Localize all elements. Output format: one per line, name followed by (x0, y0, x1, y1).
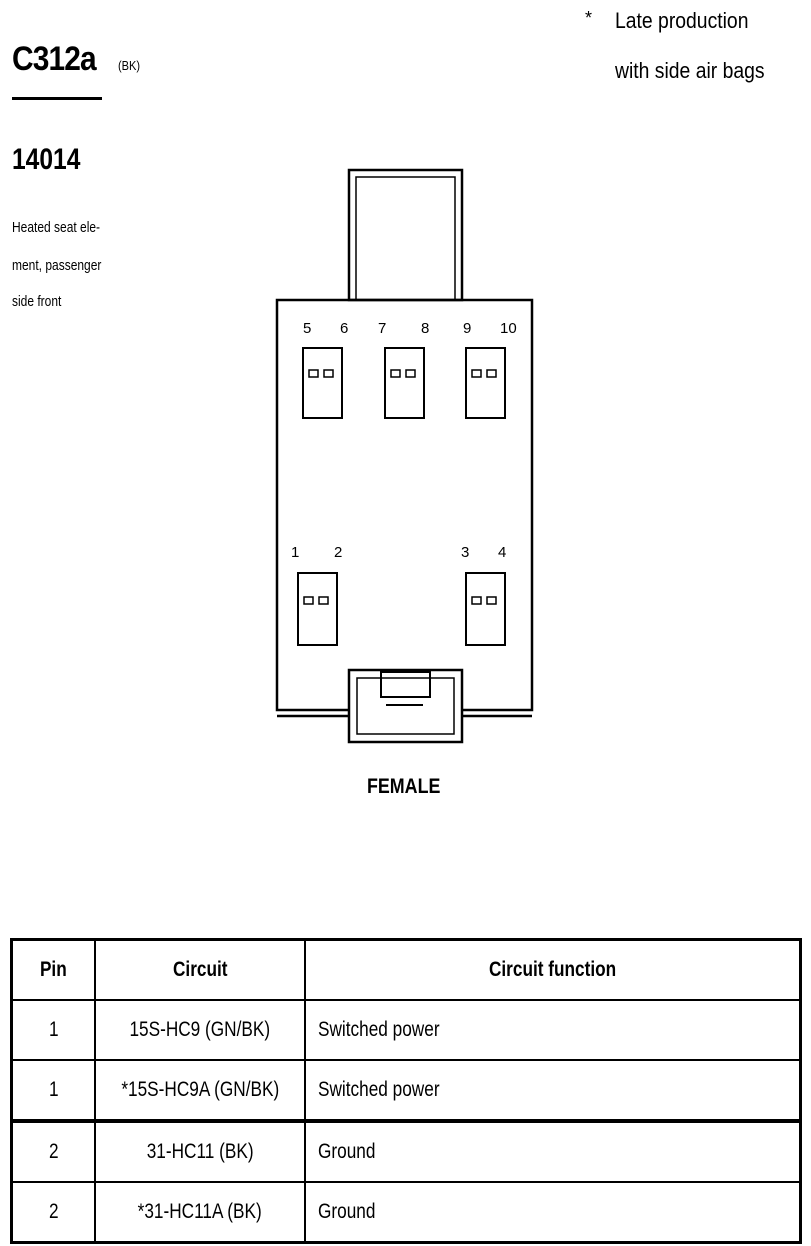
connector-lock-tab (380, 671, 431, 698)
terminal-1 (303, 596, 314, 605)
cell-pin: 2 (10, 1119, 96, 1183)
terminal-10 (486, 369, 497, 378)
pin-label-5: 5 (303, 320, 311, 337)
cell-circuit: *15S-HC9A (GN/BK) (94, 1059, 306, 1122)
cavity-7-8 (384, 347, 425, 419)
terminal-6 (323, 369, 334, 378)
terminal-9 (471, 369, 482, 378)
note-marker: * (585, 8, 593, 28)
description-line-1: Heated seat ele- (12, 219, 101, 236)
terminal-2 (318, 596, 329, 605)
pin-label-9: 9 (463, 320, 471, 337)
pin-label-10: 10 (500, 320, 517, 337)
cell-function: Switched power (304, 999, 802, 1061)
cavity-9-10 (465, 347, 506, 419)
cell-function: Ground (304, 1181, 802, 1244)
terminal-5 (308, 369, 319, 378)
connector-face-diagram: 5 6 7 8 9 10 1 2 3 4 (275, 168, 534, 744)
table-header-row: Pin Circuit Circuit function (10, 938, 802, 1001)
pin-label-6: 6 (340, 320, 348, 337)
table-row: 1 15S-HC9 (GN/BK) Switched power (10, 999, 802, 1061)
cell-pin: 1 (10, 1059, 96, 1122)
pin-label-7: 7 (378, 320, 386, 337)
connector-bottom-lock-inner (356, 677, 455, 735)
cell-function: Ground (304, 1119, 802, 1183)
cavity-5-6 (302, 347, 343, 419)
column-header-pin: Pin (10, 938, 96, 1001)
cell-circuit: 31-HC11 (BK) (94, 1119, 306, 1183)
note-line-1: Late production (615, 8, 749, 33)
cell-circuit: 15S-HC9 (GN/BK) (94, 999, 306, 1061)
table-row: 2 *31-HC11A (BK) Ground (10, 1181, 802, 1244)
column-header-function: Circuit function (304, 938, 802, 1001)
description-line-2: ment, passenger (12, 257, 102, 274)
cavity-1-2 (297, 572, 338, 646)
part-number: 14014 (12, 143, 81, 176)
terminal-7 (390, 369, 401, 378)
cavity-3-4 (465, 572, 506, 646)
cell-pin: 1 (10, 999, 96, 1061)
cell-function: Switched power (304, 1059, 802, 1122)
table-row: 1 *15S-HC9A (GN/BK) Switched power (10, 1059, 802, 1122)
pinout-table: Pin Circuit Circuit function 1 15S-HC9 (… (10, 938, 802, 1244)
terminal-8 (405, 369, 416, 378)
connector-color-code: (BK) (118, 58, 141, 73)
connector-id-underline (12, 97, 102, 100)
pin-label-8: 8 (421, 320, 429, 337)
note-line-2: with side air bags (615, 58, 765, 83)
connector-top-tab-inner (355, 176, 456, 301)
description-line-3: side front (12, 293, 62, 310)
pin-label-4: 4 (498, 544, 506, 561)
cell-pin: 2 (10, 1181, 96, 1244)
terminal-4 (486, 596, 497, 605)
connector-id: C312a (12, 40, 97, 78)
pin-label-3: 3 (461, 544, 469, 561)
pin-label-1: 1 (291, 544, 299, 561)
pin-label-2: 2 (334, 544, 342, 561)
connector-body (275, 298, 534, 712)
terminal-3 (471, 596, 482, 605)
column-header-circuit: Circuit (94, 938, 306, 1001)
cell-circuit: *31-HC11A (BK) (94, 1181, 306, 1244)
table-row: 2 31-HC11 (BK) Ground (10, 1119, 802, 1183)
connector-gender-label: FEMALE (367, 775, 441, 798)
connector-top-tab (347, 168, 464, 302)
